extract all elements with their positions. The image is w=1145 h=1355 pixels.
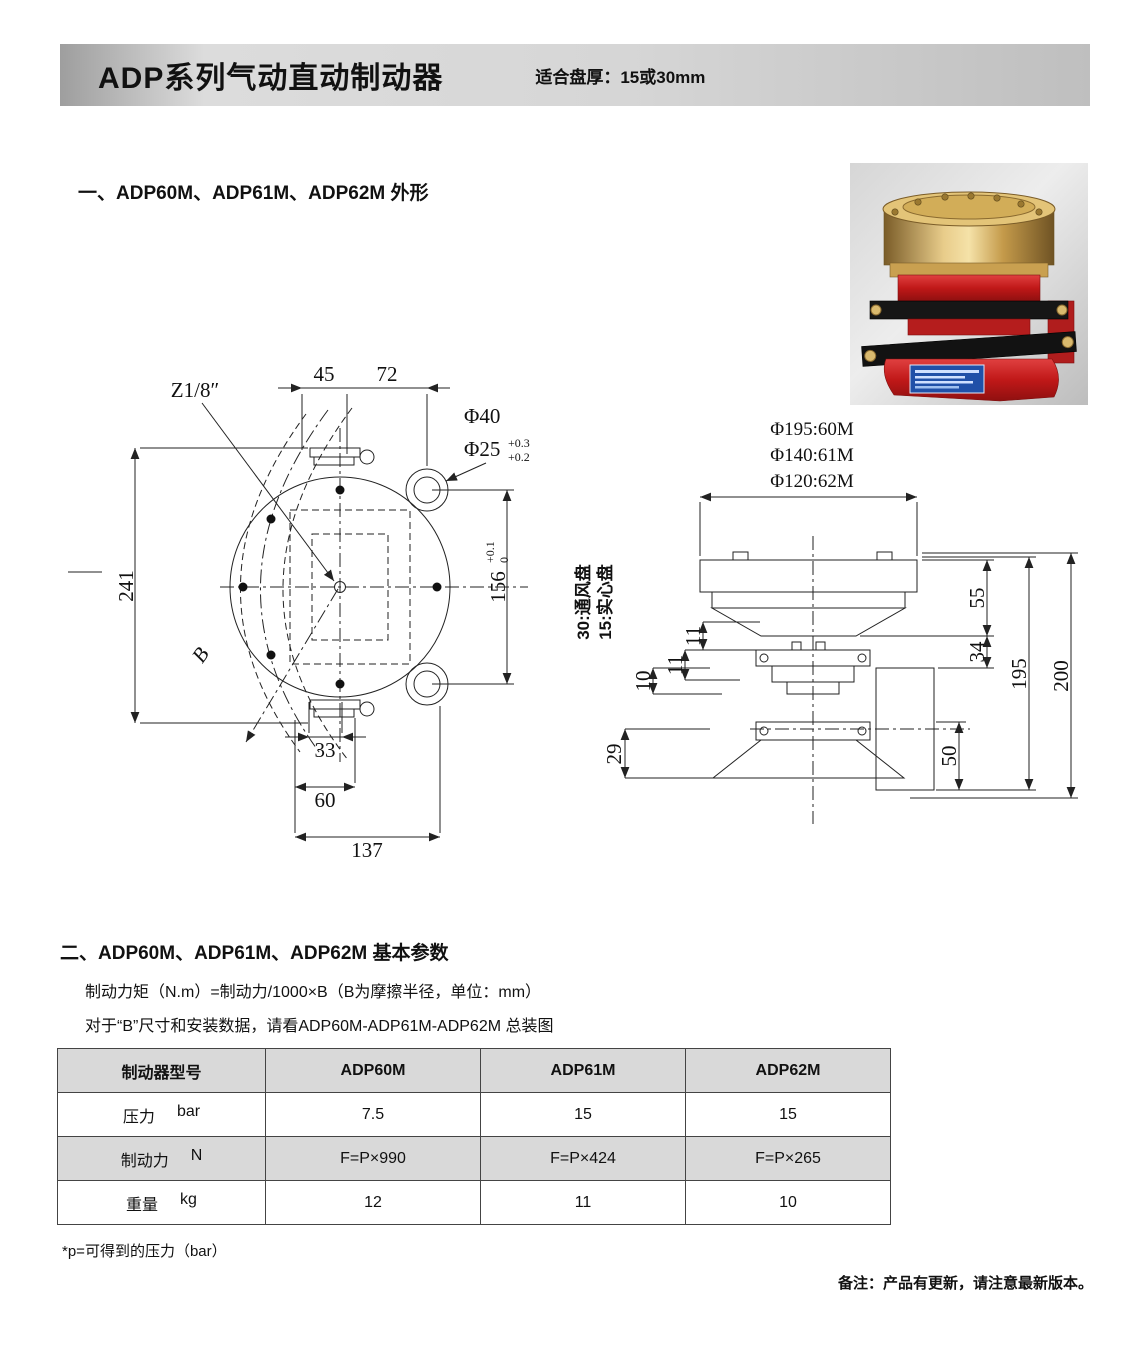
- cell-force-adp62m: F=P×265: [685, 1136, 891, 1181]
- technical-drawings: 45 72 Z1/8″ Φ40 Φ25 +0.3 +0.2 156 +0.1 0: [68, 362, 1078, 862]
- cell-weight-adp60m: 12: [265, 1180, 481, 1225]
- dia25-tol-lower: +0.2: [508, 450, 530, 464]
- dim-label-55: 55: [965, 588, 989, 609]
- dia-label-140: Φ140:61M: [770, 445, 854, 466]
- col-header-adp60m: ADP60M: [265, 1048, 481, 1093]
- page-title: ADP系列气动直动制动器: [98, 62, 444, 95]
- disc-thickness-note: 适合盘厚：15或30mm: [535, 67, 706, 87]
- col-header-model: 制动器型号: [57, 1048, 266, 1093]
- dim-label-33: 33: [315, 738, 336, 762]
- dim-label-dia40: Φ40: [464, 404, 500, 428]
- dim-label-34: 34: [965, 641, 989, 663]
- torque-formula: 制动力矩（N.m）=制动力/1000×B（B为摩擦半径，单位：mm）: [85, 984, 542, 1001]
- cell-pressure-adp60m: 7.5: [265, 1092, 481, 1137]
- row-unit-text: kg: [180, 1190, 197, 1208]
- row-label-text: 制动力: [120, 1152, 169, 1170]
- cell-pressure-adp61m: 15: [480, 1092, 686, 1137]
- dim-label-11b: 11: [681, 626, 705, 646]
- dia25-tol-upper: +0.3: [508, 436, 530, 450]
- product-photo-illustration: [850, 163, 1088, 405]
- section-outline-heading: 一、ADP60M、ADP61M、ADP62M 外形: [78, 183, 429, 204]
- row-label-weight: 重量 kg: [57, 1180, 266, 1225]
- col-header-adp62m: ADP62M: [685, 1048, 891, 1093]
- dim-label-137: 137: [351, 838, 383, 862]
- dim-label-241: 241: [114, 570, 138, 602]
- row-label-force: 制动力 N: [57, 1136, 266, 1181]
- row-label-text: 重量: [126, 1196, 159, 1214]
- table-row-pressure: 压力 bar 7.5 15 15: [57, 1092, 891, 1137]
- version-footnote: 备注：产品有更新，请注意最新版本。: [837, 1275, 1093, 1292]
- dim-label-11a: 11: [663, 655, 687, 675]
- dim-label-45: 45: [314, 362, 335, 386]
- flange-bolts: [891, 192, 1043, 216]
- table-row-force: 制动力 N F=P×990 F=P×424 F=P×265: [57, 1136, 891, 1181]
- dia-label-195: Φ195:60M: [770, 419, 854, 440]
- dim-label-29: 29: [602, 744, 626, 765]
- assembly-note: 对于“B”尺寸和安装数据，请看ADP60M-ADP61M-ADP62M 总装图: [85, 1018, 554, 1035]
- row-label-pressure: 压力 bar: [57, 1092, 266, 1137]
- disc-note-vented: 30:通风盘: [573, 564, 593, 640]
- dim-label-72: 72: [377, 362, 398, 386]
- row-unit-text: bar: [176, 1102, 201, 1120]
- dim-label-50: 50: [937, 746, 961, 767]
- front-view-drawing: 45 72 Z1/8″ Φ40 Φ25 +0.3 +0.2 156 +0.1 0: [68, 362, 530, 862]
- dim-label-60: 60: [315, 788, 336, 812]
- cell-weight-adp62m: 10: [685, 1180, 891, 1225]
- section-params-heading: 二、ADP60M、ADP61M、ADP62M 基本参数: [60, 943, 449, 964]
- side-view-drawing: Φ195:60M Φ140:61M Φ120:62M: [573, 419, 1078, 824]
- dim-label-dia25: Φ25: [464, 437, 500, 461]
- dim-label-200: 200: [1049, 660, 1073, 692]
- parameters-table: 制动器型号 ADP60M ADP61M ADP62M 压力 bar 7.5 15 …: [57, 1048, 891, 1225]
- cell-pressure-adp62m: 15: [685, 1092, 891, 1137]
- table-header-row: 制动器型号 ADP60M ADP61M ADP62M: [57, 1048, 891, 1093]
- thread-label: Z1/8″: [171, 378, 219, 402]
- dia-label-120: Φ120:62M: [770, 471, 854, 492]
- pressure-footnote: *p=可得到的压力（bar）: [62, 1243, 227, 1260]
- disc-note-solid: 15:实心盘: [595, 564, 615, 640]
- row-unit-text: N: [190, 1146, 203, 1164]
- cell-weight-adp61m: 11: [480, 1180, 686, 1225]
- row-label-text: 压力: [122, 1108, 155, 1126]
- col-header-adp61m: ADP61M: [480, 1048, 686, 1093]
- dim-label-195: 195: [1007, 658, 1031, 690]
- dim-label-10: 10: [631, 671, 655, 692]
- dim156-tol-lower: 0: [497, 557, 511, 563]
- product-photo: [850, 163, 1088, 405]
- header-bar: ADP系列气动直动制动器 适合盘厚：15或30mm: [60, 44, 1090, 106]
- dim156-tol-upper: +0.1: [483, 541, 497, 563]
- dim-label-B: B: [187, 643, 214, 667]
- dim-label-156: 156: [486, 571, 510, 603]
- table-row-weight: 重量 kg 12 11 10: [57, 1180, 891, 1225]
- cell-force-adp60m: F=P×990: [265, 1136, 481, 1181]
- cell-force-adp61m: F=P×424: [480, 1136, 686, 1181]
